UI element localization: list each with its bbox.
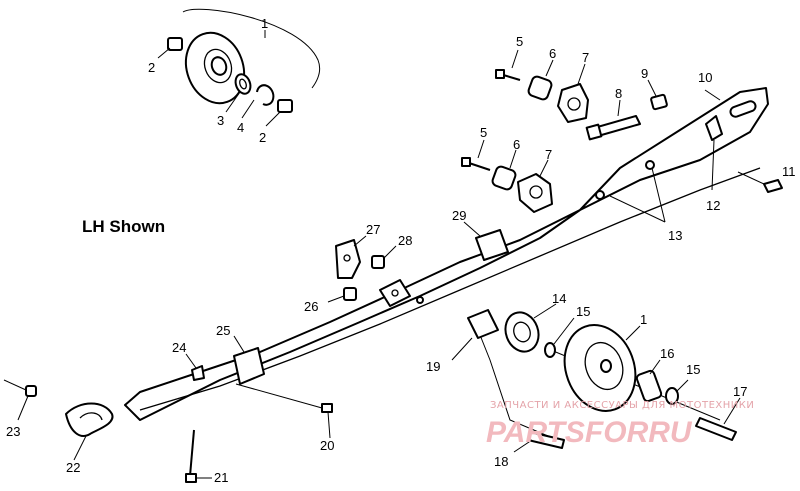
spacer-16: [635, 359, 663, 403]
assembly-bracket-line: [182, 8, 321, 89]
bolt-5-lower: [461, 139, 491, 171]
lower-idler-assembly: [451, 303, 741, 453]
rivet-23: [3, 379, 37, 421]
watermark-tagline: ЗАПЧАСТИ И АКСЕССУАРЫ ДЛЯ МОТОТЕХНИКИ: [490, 400, 754, 411]
nut-26: [327, 287, 357, 303]
callout-26: 26: [304, 299, 318, 314]
callout-19: 19: [426, 359, 440, 374]
block-7-upper: [557, 63, 589, 123]
view-caption: LH Shown: [82, 217, 165, 236]
idler-wheel-lower: [563, 324, 641, 412]
callout-21: 21: [214, 470, 228, 485]
rail-hole-a: [595, 190, 605, 200]
nut-13: [609, 167, 666, 223]
callout-29: 29: [452, 208, 466, 223]
nut-9: [647, 79, 668, 111]
upper-mount-group-a: [495, 49, 783, 193]
bracket-27: [335, 235, 367, 279]
screw-21: [185, 429, 212, 483]
hole-plate-mid: [379, 279, 411, 307]
callout-20: 20: [320, 438, 334, 453]
top-idler-assembly: [157, 8, 321, 127]
bushing-6-lower: [491, 149, 517, 191]
callout-2-right: 2: [259, 130, 266, 145]
callout-15-lower: 15: [686, 362, 700, 377]
rail-brackets: [327, 221, 509, 307]
bolt-2-left: [157, 37, 183, 59]
bolt-17: [695, 397, 741, 441]
callout-16: 16: [660, 346, 674, 361]
callout-27: 27: [366, 222, 380, 237]
rail-slot: [729, 100, 757, 118]
callout-7-lower: 7: [545, 147, 552, 162]
spacer-19: [451, 309, 499, 361]
spacer-14: [504, 303, 557, 353]
callout-7-upper: 7: [582, 50, 589, 65]
callout-8: 8: [615, 86, 622, 101]
bearing-3: [225, 73, 252, 113]
callout-1-top: 1: [261, 16, 268, 31]
upper-mount-group-b: [461, 139, 666, 223]
front-rail-parts: [3, 335, 333, 483]
callout-12: 12: [706, 198, 720, 213]
bolt-18: [513, 431, 565, 453]
callout-1-lower: 1: [640, 312, 647, 327]
nut-28: [371, 245, 397, 269]
callout-13: 13: [668, 228, 682, 243]
callout-23: 23: [6, 424, 20, 439]
callout-4: 4: [237, 120, 244, 135]
callout-25: 25: [216, 323, 230, 338]
watermark-logo-text: PARTSFORRU: [486, 416, 693, 449]
callout-6-upper: 6: [549, 46, 556, 61]
callout-14: 14: [552, 291, 566, 306]
bushing-6-upper: [527, 59, 554, 101]
block-7-lower: [517, 159, 553, 213]
screw-20: [235, 383, 333, 439]
callout-9: 9: [641, 66, 648, 81]
callout-labels: 1 2 3 4 2 5 6 7 8 9 10 11 12 5 6 7 13 27…: [6, 16, 796, 485]
washer-15b: [665, 379, 689, 405]
tip-cap-22: [65, 402, 114, 461]
idler-wheel-top: [184, 31, 246, 105]
callout-11: 11: [782, 164, 796, 179]
clip-12: [705, 115, 723, 191]
callout-18: 18: [494, 454, 508, 469]
callout-10: 10: [698, 70, 712, 85]
callout-22: 22: [66, 460, 80, 475]
washer-15a: [544, 317, 575, 358]
bolt-8: [585, 99, 641, 141]
callout-5-upper: 5: [516, 34, 523, 49]
slide-rail: [124, 87, 769, 421]
pin-11: [737, 171, 783, 193]
callout-3: 3: [217, 113, 224, 128]
callout-17: 17: [733, 384, 747, 399]
clip-24: [185, 353, 205, 381]
rail-hole-d: [416, 296, 424, 304]
bracket-29: [463, 221, 509, 261]
callout-24: 24: [172, 340, 186, 355]
callout-6-lower: 6: [513, 137, 520, 152]
wear-block-25: [233, 335, 265, 385]
leader-10: [704, 89, 721, 101]
watermark: ЗАПЧАСТИ И АКСЕССУАРЫ ДЛЯ МОТОТЕХНИКИ PA…: [486, 400, 754, 449]
snap-ring-4: [241, 84, 275, 119]
axle-line: [477, 329, 549, 437]
callout-2-left: 2: [148, 60, 155, 75]
callout-15-upper: 15: [576, 304, 590, 319]
bolt-2-right: [265, 99, 293, 127]
callout-5-lower: 5: [480, 125, 487, 140]
bolt-5-upper: [495, 49, 521, 81]
rail-hole-b: [645, 160, 655, 170]
callout-28: 28: [398, 233, 412, 248]
